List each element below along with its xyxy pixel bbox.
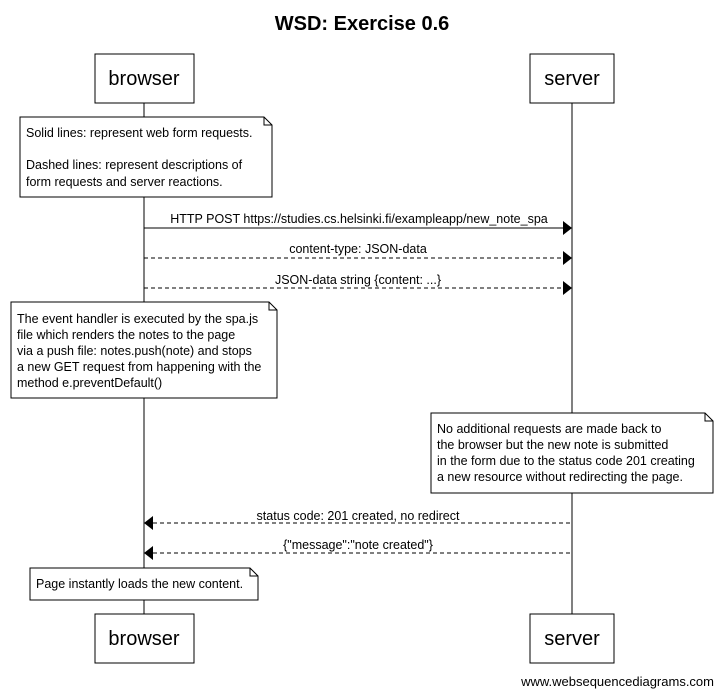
footer-watermark: www.websequencediagrams.com <box>520 674 714 689</box>
participant-server-top: server <box>529 53 615 104</box>
note-event-handler: The event handler is executed by the spa… <box>10 301 278 399</box>
arrowhead <box>563 221 572 235</box>
note-no-additional: No additional requests are made back to … <box>430 412 714 494</box>
note-fold <box>704 413 713 422</box>
message-status-201: status code: 201 created, no redirect <box>144 509 572 530</box>
message-content-type: content-type: JSON-data <box>144 242 572 265</box>
arrowhead <box>144 546 153 560</box>
note-line: method e.preventDefault() <box>17 376 162 390</box>
note-line: Page instantly loads the new content. <box>36 577 243 591</box>
note-fold <box>263 117 272 126</box>
note-shape <box>19 116 273 198</box>
message-json-string: JSON-data string {content: ...} <box>144 273 572 295</box>
participant-label: server <box>544 628 600 650</box>
message-label: status code: 201 created, no redirect <box>257 509 460 523</box>
participant-box <box>94 53 195 104</box>
note-line: a new resource without redirecting the p… <box>437 470 683 484</box>
note-line: file which renders the notes to the page <box>17 328 235 342</box>
arrowhead <box>563 251 572 265</box>
note-fold <box>268 302 277 311</box>
note-line: No additional requests are made back to <box>437 422 661 436</box>
participant-box <box>529 53 615 104</box>
note-line: The event handler is executed by the spa… <box>17 312 258 326</box>
participant-label: browser <box>108 628 179 650</box>
participant-label: browser <box>108 68 179 90</box>
participant-box <box>529 613 615 664</box>
message-label: content-type: JSON-data <box>289 242 427 256</box>
message-note-created: {"message":"note created"} <box>144 538 572 560</box>
note-line: Solid lines: represent web form requests… <box>26 126 253 140</box>
participant-server-bottom: server <box>529 613 615 664</box>
note-line: in the form due to the status code 201 c… <box>437 454 695 468</box>
note-line: the browser but the new note is submitte… <box>437 438 668 452</box>
note-line: a new GET request from happening with th… <box>17 360 261 374</box>
arrowhead <box>144 516 153 530</box>
participant-label: server <box>544 68 600 90</box>
diagram-title: WSD: Exercise 0.6 <box>275 13 450 35</box>
note-fold <box>249 568 258 577</box>
note-shape <box>10 301 278 399</box>
message-label: JSON-data string {content: ...} <box>275 273 441 287</box>
participant-box <box>94 613 195 664</box>
note-shape <box>29 567 259 601</box>
note-line: form requests and server reactions. <box>26 175 223 189</box>
note-shape <box>430 412 714 494</box>
note-legend: Solid lines: represent web form requests… <box>19 116 273 198</box>
note-line: Dashed lines: represent descriptions of <box>26 158 243 172</box>
arrowhead <box>563 281 572 295</box>
note-line: via a push file: notes.push(note) and st… <box>17 344 252 358</box>
note-page-loads: Page instantly loads the new content. <box>29 567 259 601</box>
participant-browser-bottom: browser <box>94 613 195 664</box>
message-http-post: HTTP POST https://studies.cs.helsinki.fi… <box>144 212 572 235</box>
message-label: {"message":"note created"} <box>283 538 433 552</box>
participant-browser-top: browser <box>94 53 195 104</box>
message-label: HTTP POST https://studies.cs.helsinki.fi… <box>170 212 548 226</box>
